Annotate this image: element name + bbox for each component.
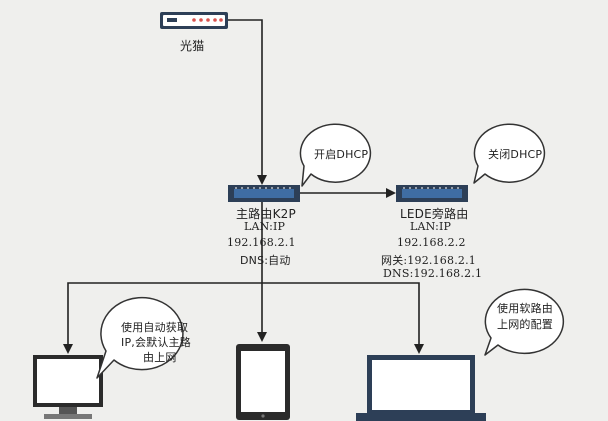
main-router-ip: 192.168.2.1: [227, 236, 296, 249]
bypass-router-ip: 192.168.2.2: [397, 236, 466, 249]
laptop-note-line-2: 上网的配置: [497, 318, 553, 331]
desktop-note-text: 使用自动获取 IP,会默认主路 由上网: [121, 320, 191, 365]
bypass-router-icon: [396, 185, 468, 202]
desktop-note-line-1: 使用自动获取: [121, 321, 189, 334]
laptop-note-bubble: [484, 288, 565, 356]
router-to-desktop-line: [63, 282, 262, 354]
bypass-router-bubble: [473, 123, 546, 184]
main-router-icon: [228, 185, 300, 202]
desktop-monitor-icon: [33, 355, 103, 419]
desktop-note-line-2: IP,会默认主路: [121, 336, 191, 349]
modem-to-router-line: [228, 19, 267, 185]
router-to-laptop-line: [262, 282, 424, 354]
modem-label: 光猫: [180, 39, 205, 53]
main-router-dns: DNS:自动: [240, 254, 291, 267]
main-router-lan-label: LAN:IP: [244, 220, 286, 233]
tablet-icon: [236, 344, 290, 420]
desktop-note-bubble: [96, 296, 184, 379]
bypass-router-gateway: 网关:192.168.2.1: [381, 254, 476, 267]
main-router-name: 主路由K2P: [236, 207, 296, 221]
main-router-bubble-text: 开启DHCP: [314, 148, 369, 161]
laptop-note-line-1: 使用软路由: [497, 302, 553, 315]
main-router-bubble: [299, 123, 372, 187]
bypass-router-lan-label: LAN:IP: [410, 220, 452, 233]
bypass-router-bubble-text: 关闭DHCP: [488, 148, 543, 161]
desktop-note-line-3: 由上网: [143, 351, 177, 364]
laptop-icon: [356, 355, 486, 421]
bypass-router-dns: DNS:192.168.2.1: [383, 267, 483, 280]
bypass-router-name: LEDE旁路由: [400, 207, 469, 221]
laptop-note-text: 使用软路由 上网的配置: [497, 301, 553, 333]
modem-icon: [160, 12, 228, 29]
